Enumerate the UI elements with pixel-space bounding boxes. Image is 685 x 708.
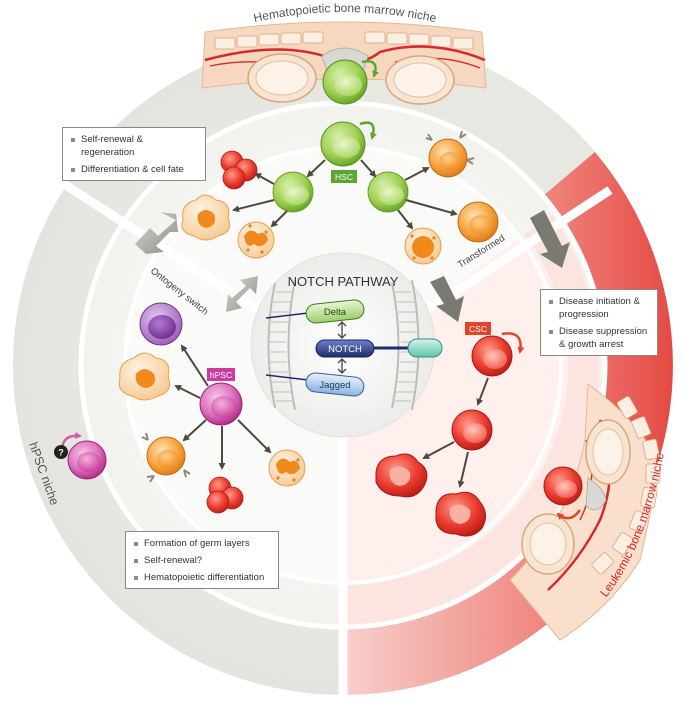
hsc-functions-box: Self-renewal & regeneration Differentiat… <box>62 127 206 181</box>
hsc-function-item: Differentiation & cell fate <box>71 163 197 176</box>
csc-arrows <box>422 377 489 488</box>
orange-cell-receptors-top <box>425 130 475 178</box>
hsc-cell <box>320 121 377 167</box>
macrophage-top <box>181 194 231 241</box>
jagged-ligand <box>305 372 365 397</box>
transformed-arrow-center <box>430 276 464 322</box>
hpsc-niche-cell: ? <box>54 431 107 480</box>
hpsc-arrows <box>174 344 272 470</box>
left-membrane <box>267 279 296 411</box>
ontogeny-arrow-upper <box>135 212 178 254</box>
hsc-tag: HSC <box>331 170 357 183</box>
csc-function-item: Disease suppression & growth arrest <box>549 325 649 351</box>
csc-function-item: Disease initiation & progression <box>549 295 649 321</box>
csc-tag: CSC <box>465 322 491 335</box>
orange-cell-receptors-left <box>141 432 191 483</box>
granulocyte-left <box>237 221 275 259</box>
delta-label: Delta <box>324 307 347 318</box>
hsc-function-item: Self-renewal & regeneration <box>71 133 197 159</box>
notch-label: NOTCH <box>328 344 362 355</box>
leukemic-blast-left <box>375 453 428 498</box>
csc-label: CSC <box>469 324 487 334</box>
macrophage-left <box>118 352 171 401</box>
jagged-label: Jagged <box>319 380 350 391</box>
green-progenitor-right <box>367 171 409 213</box>
erythrocyte-cluster-top <box>220 150 258 190</box>
granulocyte-right <box>404 227 442 265</box>
hsc-differentiation-arrows <box>232 159 458 230</box>
orange-cell-right <box>457 201 499 243</box>
leukemic-niche-cell <box>543 466 583 520</box>
question-marker-text: ? <box>58 448 64 458</box>
delta-ligand <box>305 299 365 324</box>
hpsc-functions-box: Formation of germ layers Self-renewal? H… <box>125 531 279 589</box>
hpsc-function-item: Self-renewal? <box>134 554 270 567</box>
notch-pathway-title: NOTCH PATHWAY <box>288 274 399 289</box>
question-marker <box>54 445 68 459</box>
hpsc-tag: hPSC <box>207 368 235 381</box>
transformed-arrow-right <box>530 210 570 268</box>
hsc-label: HSC <box>335 172 353 182</box>
ontogeny-arrow-lower <box>226 276 258 312</box>
csc-cell <box>471 332 525 377</box>
hsc-niche-cell <box>322 59 379 105</box>
hpsc-cell <box>199 382 243 426</box>
granulocyte-bottom <box>268 449 306 487</box>
notch-teal-domain <box>407 338 443 358</box>
leukemic-blast-right <box>435 491 486 537</box>
purple-cell <box>139 302 183 346</box>
csc-progeny-cell <box>451 409 493 451</box>
green-progenitor-left <box>272 171 314 213</box>
hpsc-label: hPSC <box>210 370 232 380</box>
hpsc-function-item: Hematopoietic differentiation <box>134 571 270 584</box>
csc-functions-box: Disease initiation & progression Disease… <box>540 289 658 356</box>
erythrocyte-cluster-bottom <box>206 476 244 514</box>
delta-anchor-line <box>265 312 309 319</box>
hematopoietic-niche-tissue <box>201 21 487 105</box>
notch-pathway-area <box>250 252 443 438</box>
leukemic-niche-tissue <box>509 383 661 641</box>
hpsc-function-item: Formation of germ layers <box>134 537 270 550</box>
jagged-anchor-line <box>265 374 309 381</box>
